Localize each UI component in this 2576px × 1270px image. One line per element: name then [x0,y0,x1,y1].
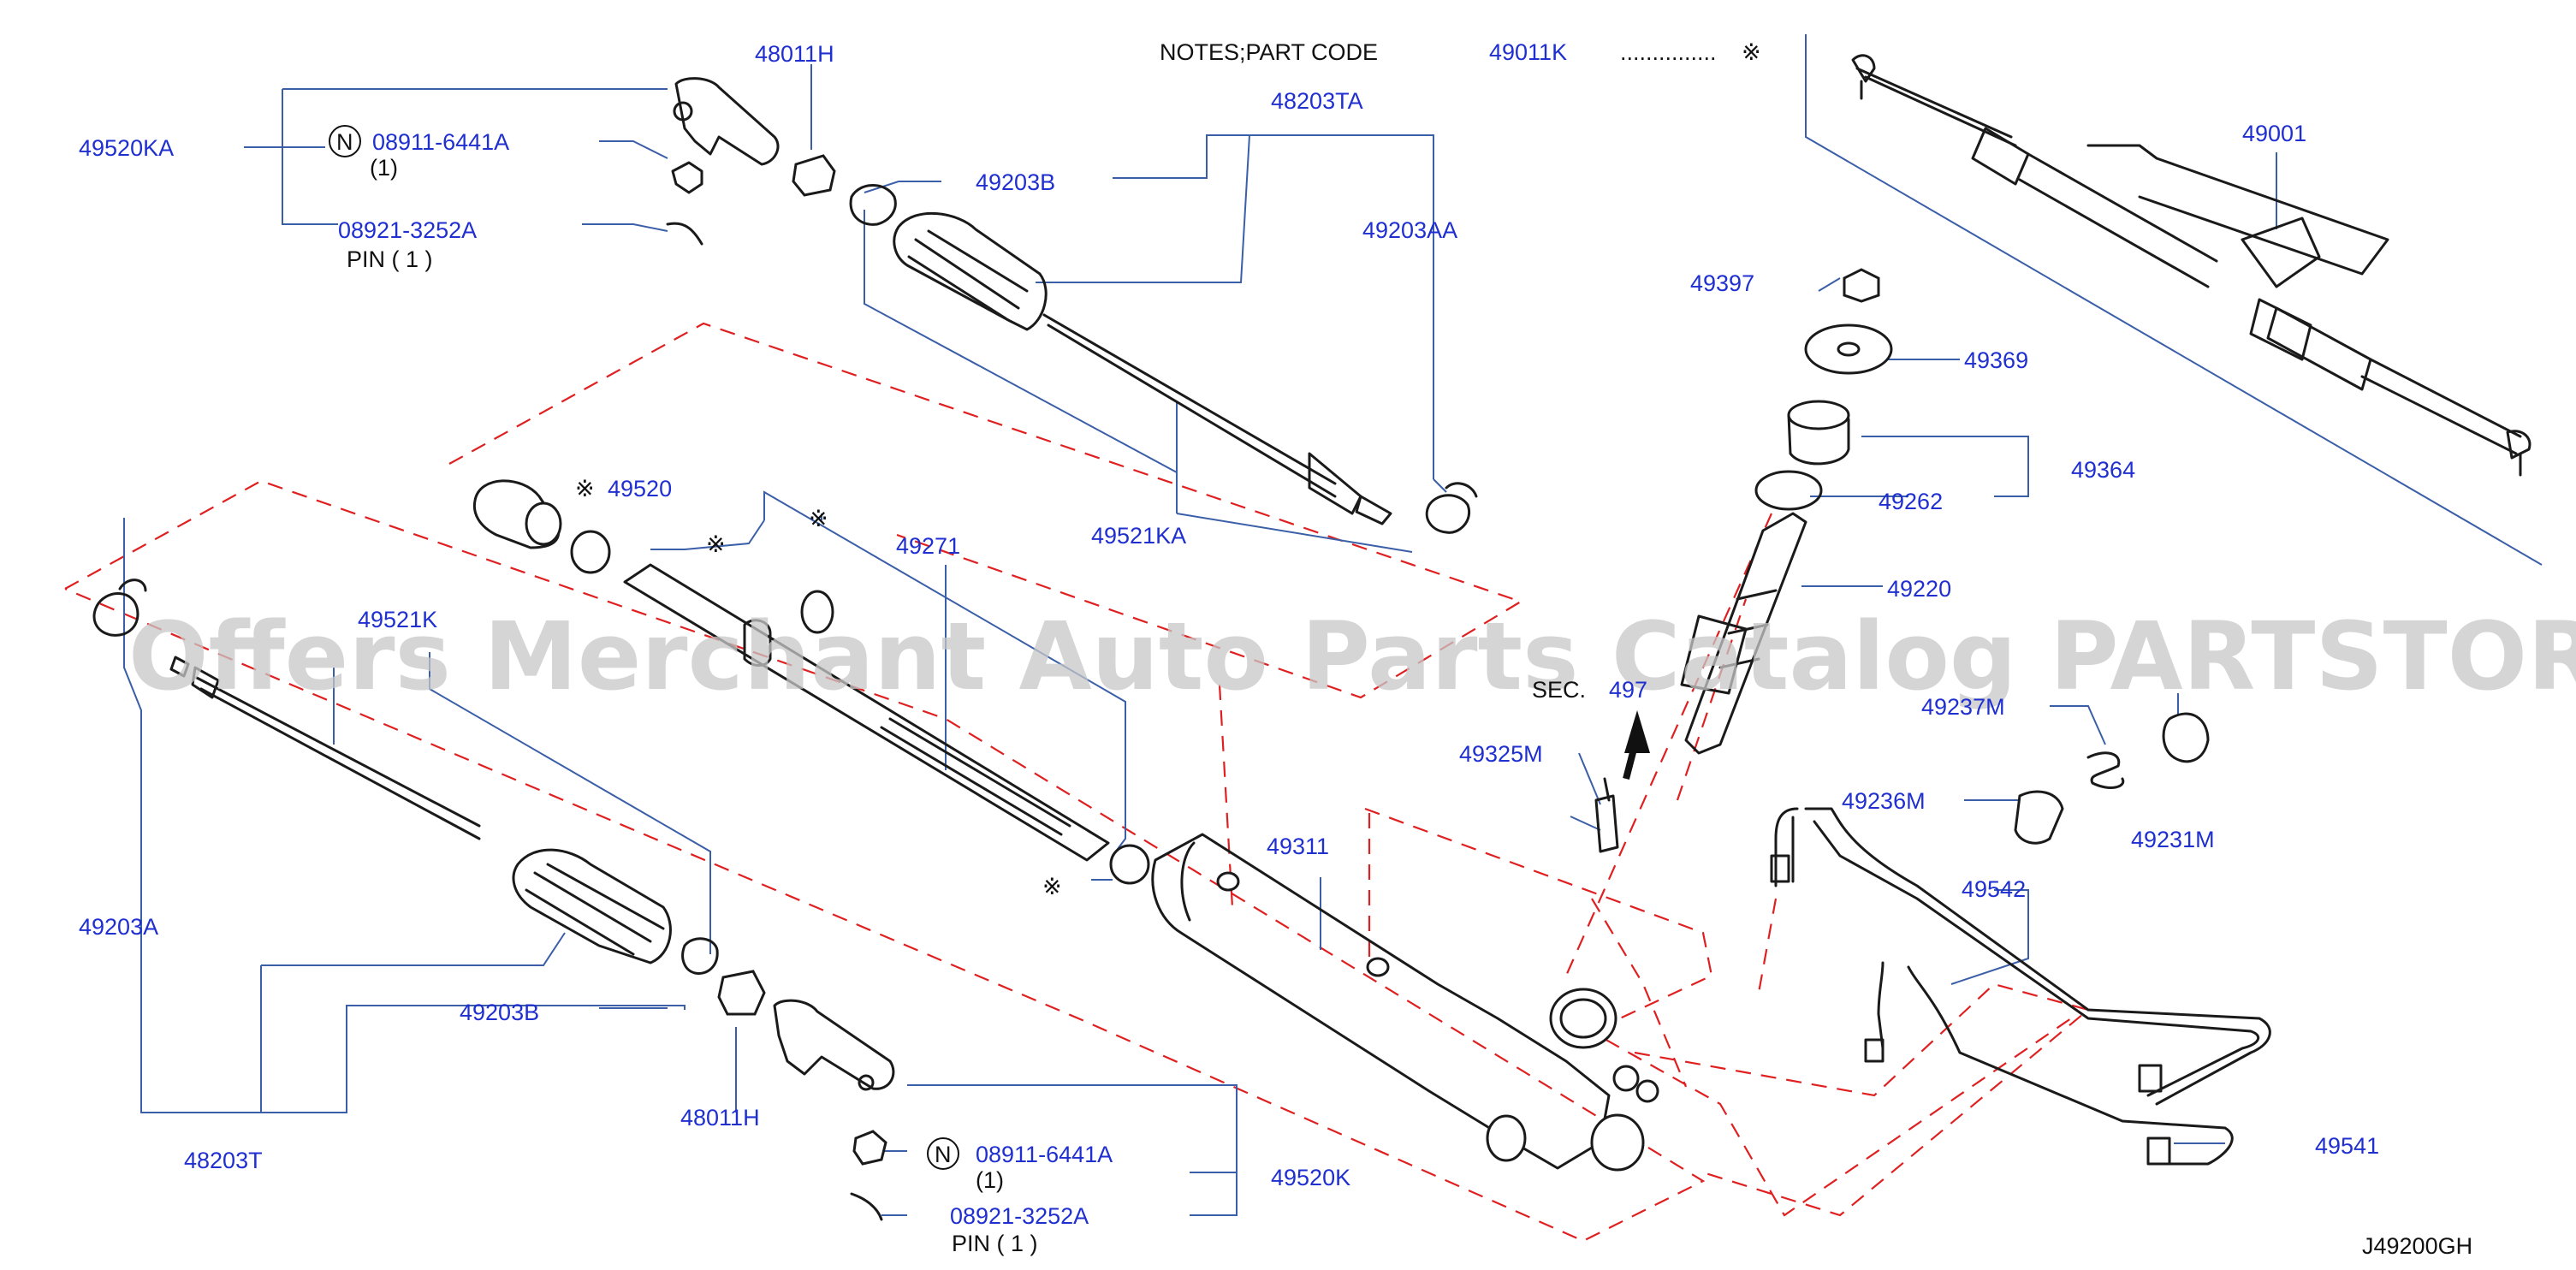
label-49520K[interactable]: 49520K [1271,1165,1350,1190]
qty-top: (1) [370,155,398,181]
label-08911-6441A-top[interactable]: 08911-6441A [372,129,509,155]
qty-bottom: (1) [976,1167,1004,1193]
label-49520KA[interactable]: 49520KA [79,135,174,161]
n-circle-top [329,125,361,157]
label-49220[interactable]: 49220 [1887,576,1951,602]
label-49231M[interactable]: 49231M [2131,827,2215,852]
label-49237M[interactable]: 49237M [1921,694,2005,720]
diagram-code: J49200GH [2362,1233,2472,1259]
label-49203AA[interactable]: 49203AA [1362,217,1457,243]
n-circle-bottom [927,1137,959,1170]
label-08921-3252A-bottom[interactable]: 08921-3252A [950,1203,1089,1229]
label-49203B-top[interactable]: 49203B [976,169,1055,195]
notes-code: 49011K [1489,39,1567,65]
n-mark-bottom: N [935,1142,952,1167]
label-49325M[interactable]: 49325M [1459,741,1543,767]
label-48011H-bottom[interactable]: 48011H [680,1105,760,1131]
part-labels: NOTES;PART CODE 49011K ............... ※… [79,39,2472,1259]
label-48203T[interactable]: 48203T [184,1148,263,1173]
label-48011H-top[interactable]: 48011H [755,41,834,67]
label-49397[interactable]: 49397 [1690,270,1754,296]
n-mark-top: N [336,129,353,155]
mark-49520: ※ [575,476,595,501]
label-49521K[interactable]: 49521K [358,607,437,632]
part-drawings [92,54,2531,1221]
label-49520[interactable]: 49520 [608,476,672,501]
notes-title: NOTES;PART CODE [1160,39,1378,65]
label-49541[interactable]: 49541 [2315,1133,2379,1159]
label-08911-6441A-bottom[interactable]: 08911-6441A [976,1142,1113,1167]
label-49542[interactable]: 49542 [1962,876,2026,902]
label-49236M[interactable]: 49236M [1842,788,1926,814]
sec-number[interactable]: 497 [1609,677,1647,703]
pin-bottom: PIN ( 1 ) [952,1231,1038,1256]
label-49271[interactable]: 49271 [896,533,960,559]
label-49001[interactable]: 49001 [2242,121,2306,146]
label-49311[interactable]: 49311 [1267,834,1329,859]
sec-label: SEC. [1532,677,1586,703]
label-49262[interactable]: 49262 [1879,489,1943,514]
notes-mark: ※ [1742,39,1761,65]
leader-lines [123,34,2543,1216]
notes-dots: ............... [1620,39,1717,65]
watermark: Offers Merchant Auto Parts Catalog PARTS… [128,602,2576,711]
dashed-assembly-outlines [64,322,2091,1243]
mark-bushing: ※ [1042,874,1062,899]
label-48203TA[interactable]: 48203TA [1271,88,1363,114]
label-08921-3252A-top[interactable]: 08921-3252A [338,217,477,243]
mark-seal: ※ [706,531,726,557]
label-49203A[interactable]: 49203A [79,914,158,940]
label-49521KA[interactable]: 49521KA [1091,523,1186,549]
mark-ring: ※ [809,506,828,531]
label-49203B-bottom[interactable]: 49203B [460,1000,539,1025]
pin-top: PIN ( 1 ) [347,246,433,272]
overview-assembly-illustration [1851,54,2531,477]
label-49369[interactable]: 49369 [1964,347,2028,373]
label-49364[interactable]: 49364 [2071,457,2135,483]
